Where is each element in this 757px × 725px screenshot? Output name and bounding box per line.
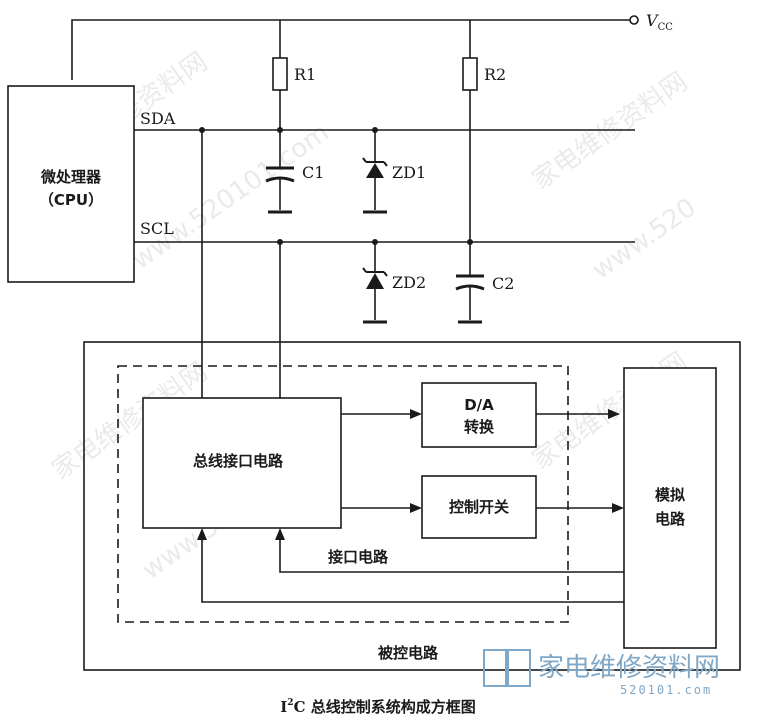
da-converter-box: D/A 转换 xyxy=(421,382,537,448)
bus-interface-box: 总线接口电路 xyxy=(142,397,342,529)
control-switch-box: 控制开关 xyxy=(421,475,537,539)
controlled-circuit-label: 被控电路 xyxy=(378,644,439,662)
cpu-box: 微处理器 （CPU） xyxy=(7,85,135,283)
cpu-label-line2: （CPU） xyxy=(39,191,103,209)
da-label-line2: 转换 xyxy=(464,418,495,436)
r1-label: R1 xyxy=(294,65,316,84)
zd1-label: ZD1 xyxy=(392,163,426,182)
svg-text:www.520101.com: www.520101.com xyxy=(127,118,335,276)
da-label-line1: D/A xyxy=(464,396,494,414)
c1-label: C1 xyxy=(302,163,324,182)
figure-caption: I2C 总线控制系统构成方框图 xyxy=(280,698,475,716)
signal-arrows xyxy=(341,409,624,513)
capacitor-c1: C1 xyxy=(265,130,324,214)
site-logo: 家电维修资料网 520101.com xyxy=(483,649,720,697)
vcc-rail: VCC xyxy=(71,11,673,80)
analog-label-line1: 模拟 xyxy=(655,486,685,504)
svg-text:www.520: www.520 xyxy=(587,193,702,286)
resistor-r1: R1 xyxy=(272,20,316,130)
feedback-paths: 接口电路 xyxy=(197,528,624,603)
bus-interface-label: 总线接口电路 xyxy=(193,452,284,470)
zd2-label: ZD2 xyxy=(392,273,426,292)
r2-label: R2 xyxy=(484,65,506,84)
control-switch-label: 控制开关 xyxy=(449,498,509,516)
site-logo-url: 520101.com xyxy=(620,683,712,697)
sda-line: SDA xyxy=(134,109,635,133)
cpu-label-line1: 微处理器 xyxy=(40,168,102,186)
svg-text:家电维修资料网: 家电维修资料网 xyxy=(527,67,693,196)
capacitor-c2: C2 xyxy=(455,242,514,324)
vcc-label: VCC xyxy=(646,11,673,33)
zener-zd1: ZD1 xyxy=(362,130,426,214)
analog-label-line2: 电路 xyxy=(655,510,686,528)
analog-circuit-box: 模拟 电路 xyxy=(623,367,717,649)
controlled-circuit-box: 被控电路 xyxy=(83,341,741,671)
zener-zd2: ZD2 xyxy=(362,242,426,324)
c2-label: C2 xyxy=(492,274,514,293)
scl-label: SCL xyxy=(140,219,174,238)
site-logo-text: 家电维修资料网 xyxy=(538,653,720,683)
interface-circuit-dashed-box xyxy=(117,365,569,623)
sda-label: SDA xyxy=(140,109,176,128)
resistor-r2: R2 xyxy=(462,20,506,242)
interface-circuit-label: 接口电路 xyxy=(328,548,389,566)
